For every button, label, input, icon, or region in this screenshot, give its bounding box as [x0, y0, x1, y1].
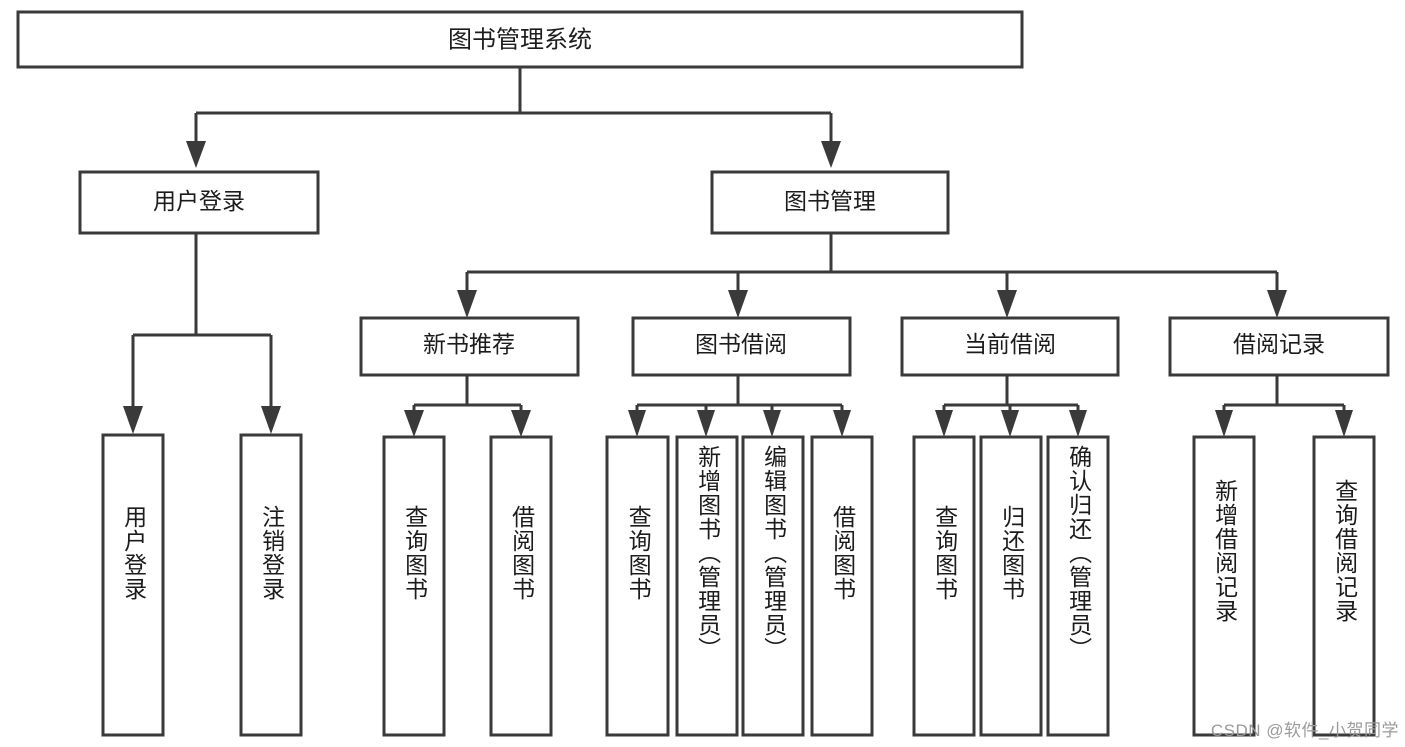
- node-root-system[interactable]: 图书管理系统: [16, 10, 1024, 69]
- leaf-book-borrow-3[interactable]: [810, 435, 874, 737]
- leaf-current-borrow-2-box: [1046, 435, 1110, 737]
- arrow-book-mgmt-child-1-icon: [728, 290, 748, 318]
- leaf-book-borrow-2-box: [741, 435, 805, 737]
- leaf-new-book-0-box: [382, 435, 446, 737]
- arrow-book-mgmt-child-2-icon: [997, 290, 1017, 318]
- arrow-book-mgmt-child-0-icon: [457, 290, 477, 318]
- connector-book-borrow-to-leaves: [628, 375, 851, 437]
- leaf-book-borrow-1[interactable]: [675, 435, 739, 737]
- arrow-borrow-record-leaf-0-icon: [1215, 410, 1233, 437]
- node-new-book-recommend[interactable]: 新书推荐: [359, 316, 580, 377]
- leaf-book-borrow-0-box: [605, 435, 670, 737]
- arrow-user-login-leaf-0-icon: [123, 406, 143, 434]
- node-root-system-box: [16, 10, 1024, 69]
- leaf-user-login-1-box: [239, 433, 303, 737]
- node-book-management-label: 图书管理: [784, 188, 876, 214]
- leaf-new-book-1[interactable]: [489, 435, 553, 737]
- node-borrow-record-box: [1168, 316, 1390, 377]
- arrow-root-to-book-mgmt-icon: [821, 141, 841, 168]
- leaf-current-borrow-0[interactable]: [912, 435, 976, 737]
- connector-new-book-to-leaves: [404, 375, 531, 437]
- leaf-current-borrow-1[interactable]: [979, 435, 1043, 737]
- node-new-book-recommend-box: [359, 316, 580, 377]
- node-current-borrow-box: [900, 316, 1120, 377]
- node-current-borrow-label: 当前借阅: [964, 331, 1056, 357]
- connector-root-to-level2: [186, 67, 841, 168]
- arrow-book-mgmt-child-3-icon: [1267, 290, 1287, 318]
- arrow-book-borrow-leaf-3-icon: [833, 410, 851, 437]
- leaf-current-borrow-2[interactable]: [1046, 435, 1110, 737]
- leaf-new-book-0[interactable]: [382, 435, 446, 737]
- arrow-current-borrow-leaf-1-icon: [1001, 410, 1019, 437]
- node-book-management[interactable]: 图书管理: [710, 170, 950, 235]
- node-user-login-label: 用户登录: [153, 188, 245, 214]
- leaf-borrow-record-1-box: [1312, 435, 1376, 737]
- leaf-user-login-0[interactable]: [101, 433, 165, 737]
- node-current-borrow[interactable]: 当前借阅: [900, 316, 1120, 377]
- arrow-user-login-leaf-1-icon: [261, 406, 281, 434]
- leaf-book-borrow-1-box: [675, 435, 739, 737]
- connector-user-login-to-leaves: [123, 233, 281, 434]
- leaf-current-borrow-1-box: [979, 435, 1043, 737]
- node-book-borrow-box: [631, 316, 852, 377]
- node-user-login-box: [78, 170, 320, 235]
- node-user-login[interactable]: 用户登录: [78, 170, 320, 235]
- leaf-new-book-1-box: [489, 435, 553, 737]
- arrow-current-borrow-leaf-2-icon: [1069, 410, 1087, 437]
- leaf-borrow-record-1[interactable]: [1312, 435, 1376, 737]
- connector-book-mgmt-to-level3: [457, 233, 1287, 318]
- leaf-current-borrow-0-box: [912, 435, 976, 737]
- arrow-new-book-leaf-0-icon: [404, 410, 424, 437]
- watermark-text: CSDN @软件_小贺同学: [1210, 721, 1399, 740]
- arrow-book-borrow-leaf-2-icon: [763, 410, 781, 437]
- leaf-book-borrow-3-box: [810, 435, 874, 737]
- node-borrow-record-label: 借阅记录: [1233, 331, 1325, 357]
- arrow-new-book-leaf-1-icon: [511, 410, 531, 437]
- arrow-book-borrow-leaf-0-icon: [628, 410, 646, 437]
- arrow-borrow-record-leaf-1-icon: [1335, 410, 1353, 437]
- leaf-borrow-record-0-box: [1192, 435, 1256, 737]
- arrow-root-to-user-login-icon: [186, 141, 206, 168]
- leaf-borrow-record-0[interactable]: [1192, 435, 1256, 737]
- arrow-current-borrow-leaf-0-icon: [935, 410, 953, 437]
- node-book-management-box: [710, 170, 950, 235]
- leaf-book-borrow-0[interactable]: [605, 435, 670, 737]
- leaf-book-borrow-2[interactable]: [741, 435, 805, 737]
- node-root-system-label: 图书管理系统: [448, 26, 592, 53]
- arrow-book-borrow-leaf-1-icon: [697, 410, 715, 437]
- connector-current-borrow-to-leaves: [935, 375, 1087, 437]
- leaf-user-login-0-box: [101, 433, 165, 737]
- node-new-book-recommend-label: 新书推荐: [423, 331, 515, 357]
- node-book-borrow-label: 图书借阅: [695, 331, 787, 357]
- connector-borrow-record-to-leaves: [1215, 375, 1353, 437]
- node-borrow-record[interactable]: 借阅记录: [1168, 316, 1390, 377]
- node-book-borrow[interactable]: 图书借阅: [631, 316, 852, 377]
- leaf-user-login-1[interactable]: [239, 433, 303, 737]
